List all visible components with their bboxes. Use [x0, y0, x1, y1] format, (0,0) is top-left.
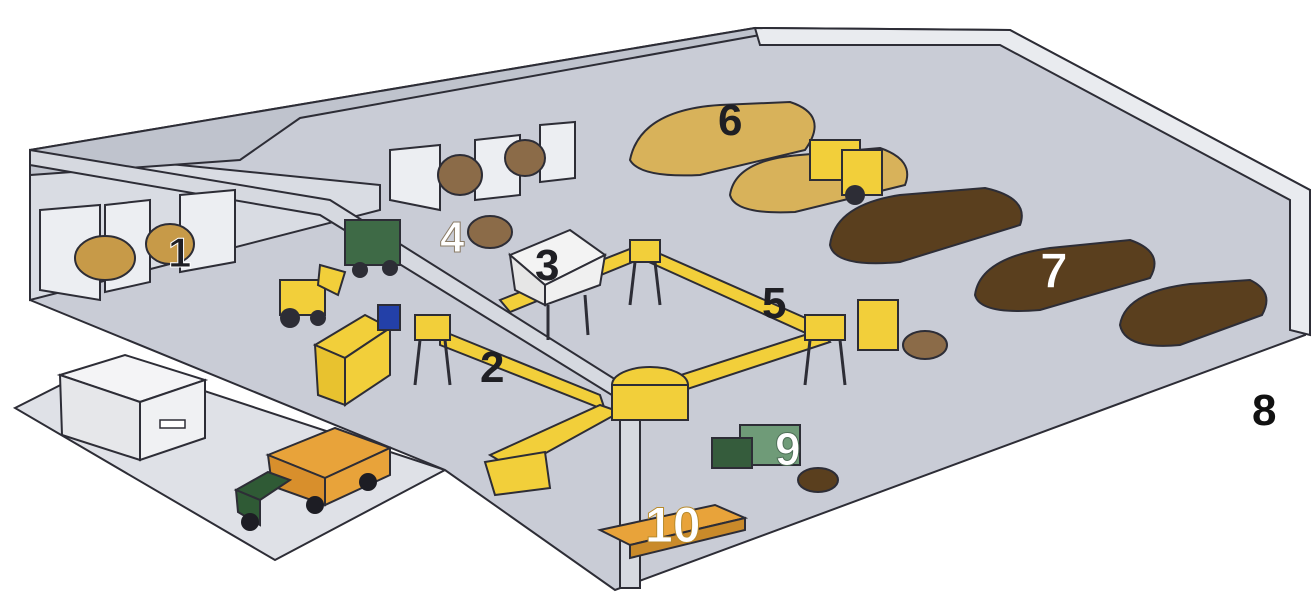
label-5: 5 [762, 279, 786, 328]
label-2: 2 [480, 343, 504, 392]
label-3: 3 [535, 241, 559, 290]
label-6: 6 [718, 96, 742, 145]
label-8: 8 [1252, 386, 1276, 435]
label-7: 7 [1040, 243, 1068, 299]
label-4: 4 [440, 213, 465, 262]
label-10: 10 [645, 497, 701, 553]
screening-drum [612, 367, 688, 420]
label-1: 1 [168, 229, 191, 276]
label-9: 9 [775, 423, 801, 475]
